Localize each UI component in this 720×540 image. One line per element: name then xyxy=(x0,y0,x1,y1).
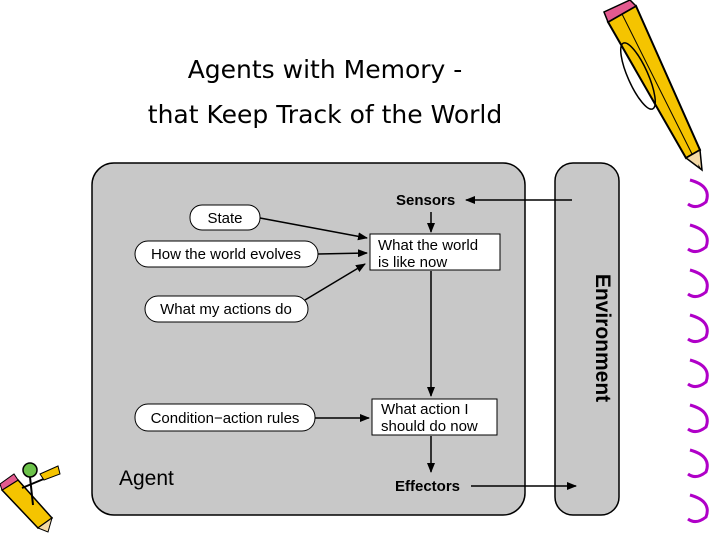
state-box xyxy=(189,204,261,231)
arrow-state-to-world xyxy=(259,217,368,241)
action-now-line2: should do now xyxy=(381,418,478,435)
sensors-label: Sensors xyxy=(396,192,455,209)
arrow-evolves-to-world xyxy=(317,249,368,258)
slide-title-line-1: Agents with Memory - xyxy=(187,55,463,84)
arrow-actions-to-world xyxy=(304,263,366,301)
slide-title-line-2: that Keep Track of the World xyxy=(147,100,503,129)
environment-label: Environment xyxy=(591,274,614,402)
environment-panel xyxy=(554,162,620,516)
state-text: State xyxy=(207,210,242,227)
my-actions-box xyxy=(144,295,309,323)
condition-rules-text: Condition−action rules xyxy=(151,410,300,427)
agent-label: Agent xyxy=(119,467,174,490)
cartoon-pencil-figure-icon xyxy=(0,462,61,533)
world-now-line1: What the world xyxy=(378,237,478,254)
world-now-line2: is like now xyxy=(378,254,447,271)
action-now-box xyxy=(371,398,498,436)
effectors-label: Effectors xyxy=(395,478,460,495)
world-now-box xyxy=(369,233,501,271)
world-evolves-text: How the world evolves xyxy=(151,246,301,263)
pencil-icon xyxy=(603,0,703,172)
agent-panel xyxy=(91,162,526,516)
spiral-binding-icon xyxy=(687,178,709,524)
my-actions-text: What my actions do xyxy=(160,301,292,318)
action-now-line1: What action I xyxy=(381,401,469,418)
